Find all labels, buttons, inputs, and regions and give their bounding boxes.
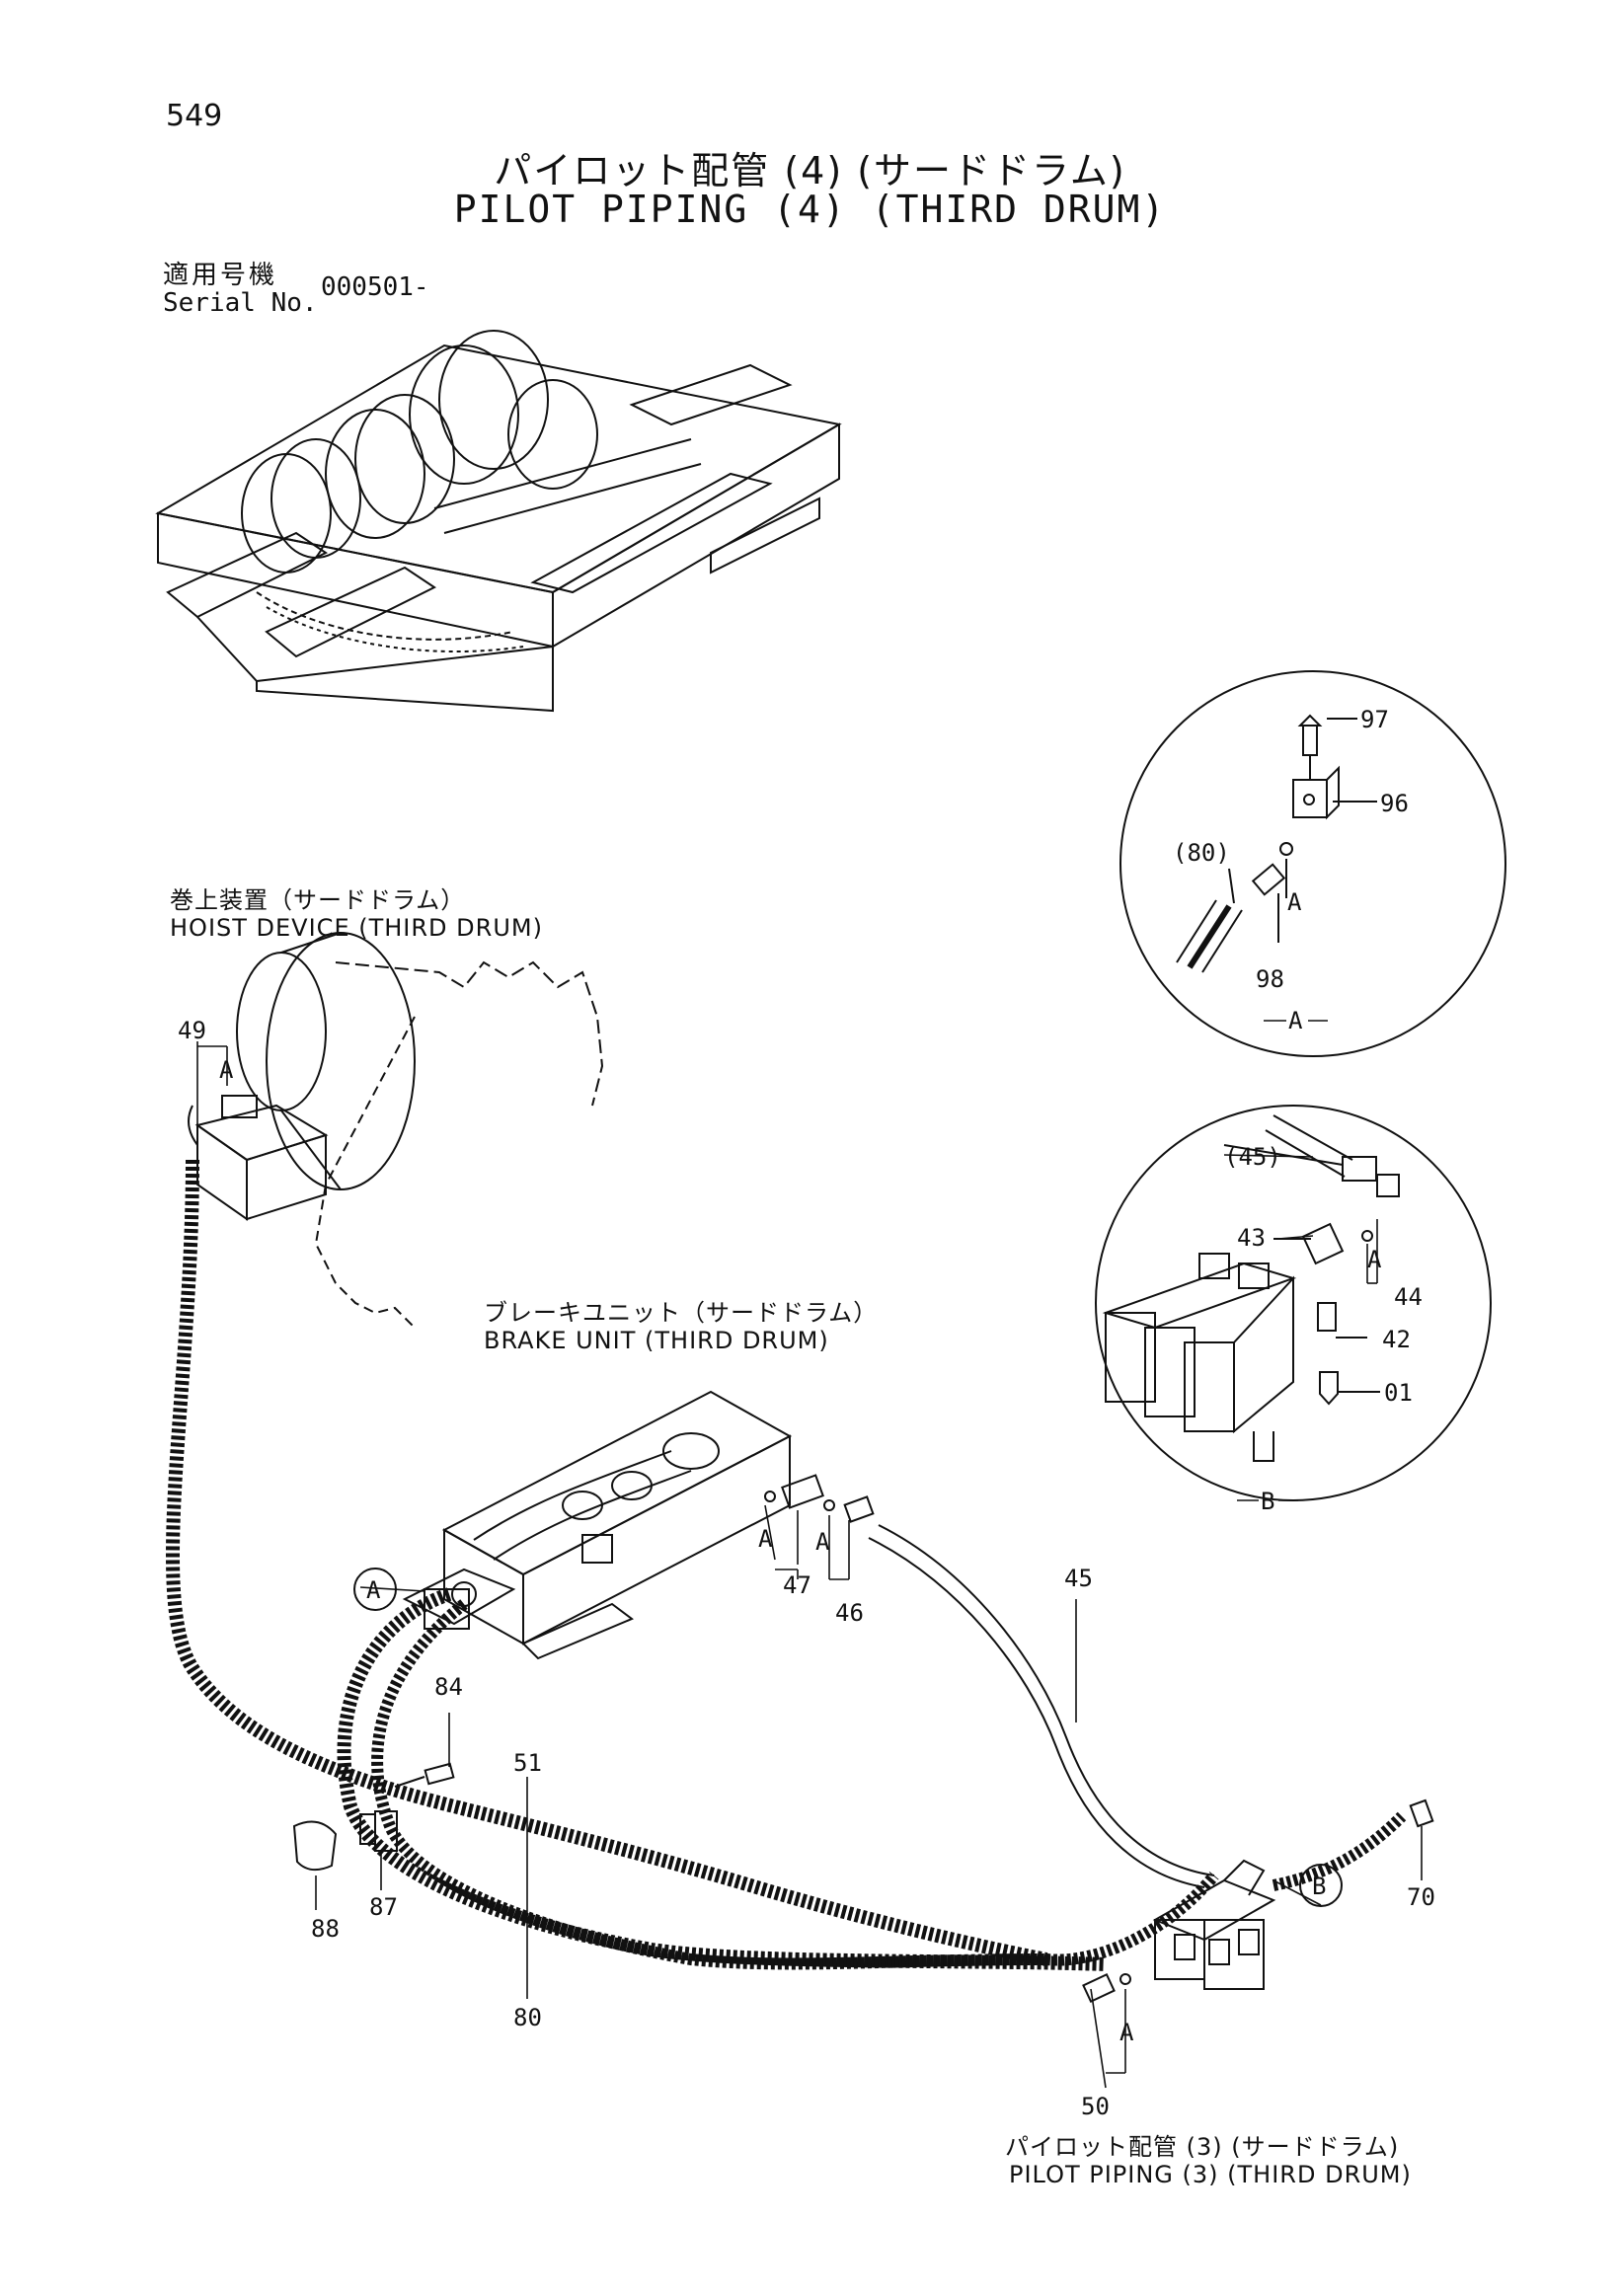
brake-unit-caption-en: BRAKE UNIT (THIRD DRUM) [484, 1327, 829, 1354]
serial-number-value: 000501- [321, 272, 429, 302]
hoist-device-caption-en: HOIST DEVICE (THIRD DRUM) [170, 914, 543, 942]
part-number-47: 47 [783, 1571, 811, 1599]
section-mark-a-detail-b: A [1367, 1246, 1382, 1273]
part-number-46: 46 [835, 1599, 864, 1627]
page-number: 549 [166, 99, 223, 133]
part-number-80: 80 [513, 2004, 542, 2031]
section-mark-a-hoist: A [219, 1056, 234, 1084]
section-mark-a-detail-a: A [1287, 888, 1302, 916]
part-number-50: 50 [1081, 2093, 1110, 2120]
part-number-45: 45 [1064, 1565, 1093, 1592]
detail-view-a-label: A [1288, 1007, 1303, 1034]
part-number-84: 84 [434, 1673, 463, 1701]
part-number-96: 96 [1380, 790, 1409, 817]
page-title-japanese: パイロット配管 (4) (サードドラム) [494, 149, 1126, 192]
detail-view-b [1095, 1105, 1492, 1501]
valve-block-b [1082, 1799, 1434, 2003]
part-number-43: 43 [1237, 1224, 1266, 1252]
part-number-70: 70 [1407, 1883, 1435, 1911]
part-number-49: 49 [178, 1017, 206, 1044]
part-number-88: 88 [311, 1915, 340, 1943]
part-number-98: 98 [1256, 965, 1284, 993]
callout-a-label: A [366, 1576, 381, 1604]
brake-unit-caption-ja: ブレーキユニット（サードドラム） [484, 1299, 879, 1327]
part-number-01: 01 [1384, 1379, 1413, 1407]
part-number-80-ref: (80) [1173, 839, 1230, 867]
part-number-44: 44 [1394, 1283, 1423, 1311]
leader-lines [196, 1041, 1423, 2089]
section-mark-a-46: A [815, 1528, 830, 1556]
drum-assembly-overview [155, 330, 842, 713]
hoist-device-caption-ja: 巻上装置（サードドラム） [170, 886, 466, 914]
part-number-87: 87 [369, 1893, 398, 1921]
page-title-english: PILOT PIPING (4) (THIRD DRUM) [453, 188, 1167, 231]
section-mark-a-50: A [1119, 2019, 1134, 2046]
part-number-51: 51 [513, 1749, 542, 1777]
serial-label-english: Serial No. [163, 288, 318, 318]
fittings-47-46 [764, 1474, 875, 1523]
callout-b-label: B [1312, 1873, 1327, 1900]
callout-circles [353, 1568, 1343, 1907]
brake-unit [402, 1390, 793, 1660]
pilot-piping-3-caption-ja: パイロット配管 (3) (サードドラム) [1005, 2133, 1400, 2161]
hoist-device [188, 932, 604, 1329]
part-number-97: 97 [1360, 706, 1389, 733]
part-number-42: 42 [1382, 1326, 1411, 1353]
pilot-hoses [166, 1159, 1407, 1971]
section-mark-a-47: A [758, 1525, 773, 1553]
serial-label-japanese: 適用号機 [163, 261, 278, 290]
part-number-45-ref: (45) [1224, 1143, 1281, 1171]
detail-labels [1237, 1020, 1328, 1501]
clamp-parts [292, 1762, 455, 1872]
detail-view-a [1119, 670, 1506, 1057]
detail-view-b-label: B [1261, 1488, 1275, 1515]
pilot-piping-3-caption-en: PILOT PIPING (3) (THIRD DRUM) [1009, 2161, 1412, 2188]
